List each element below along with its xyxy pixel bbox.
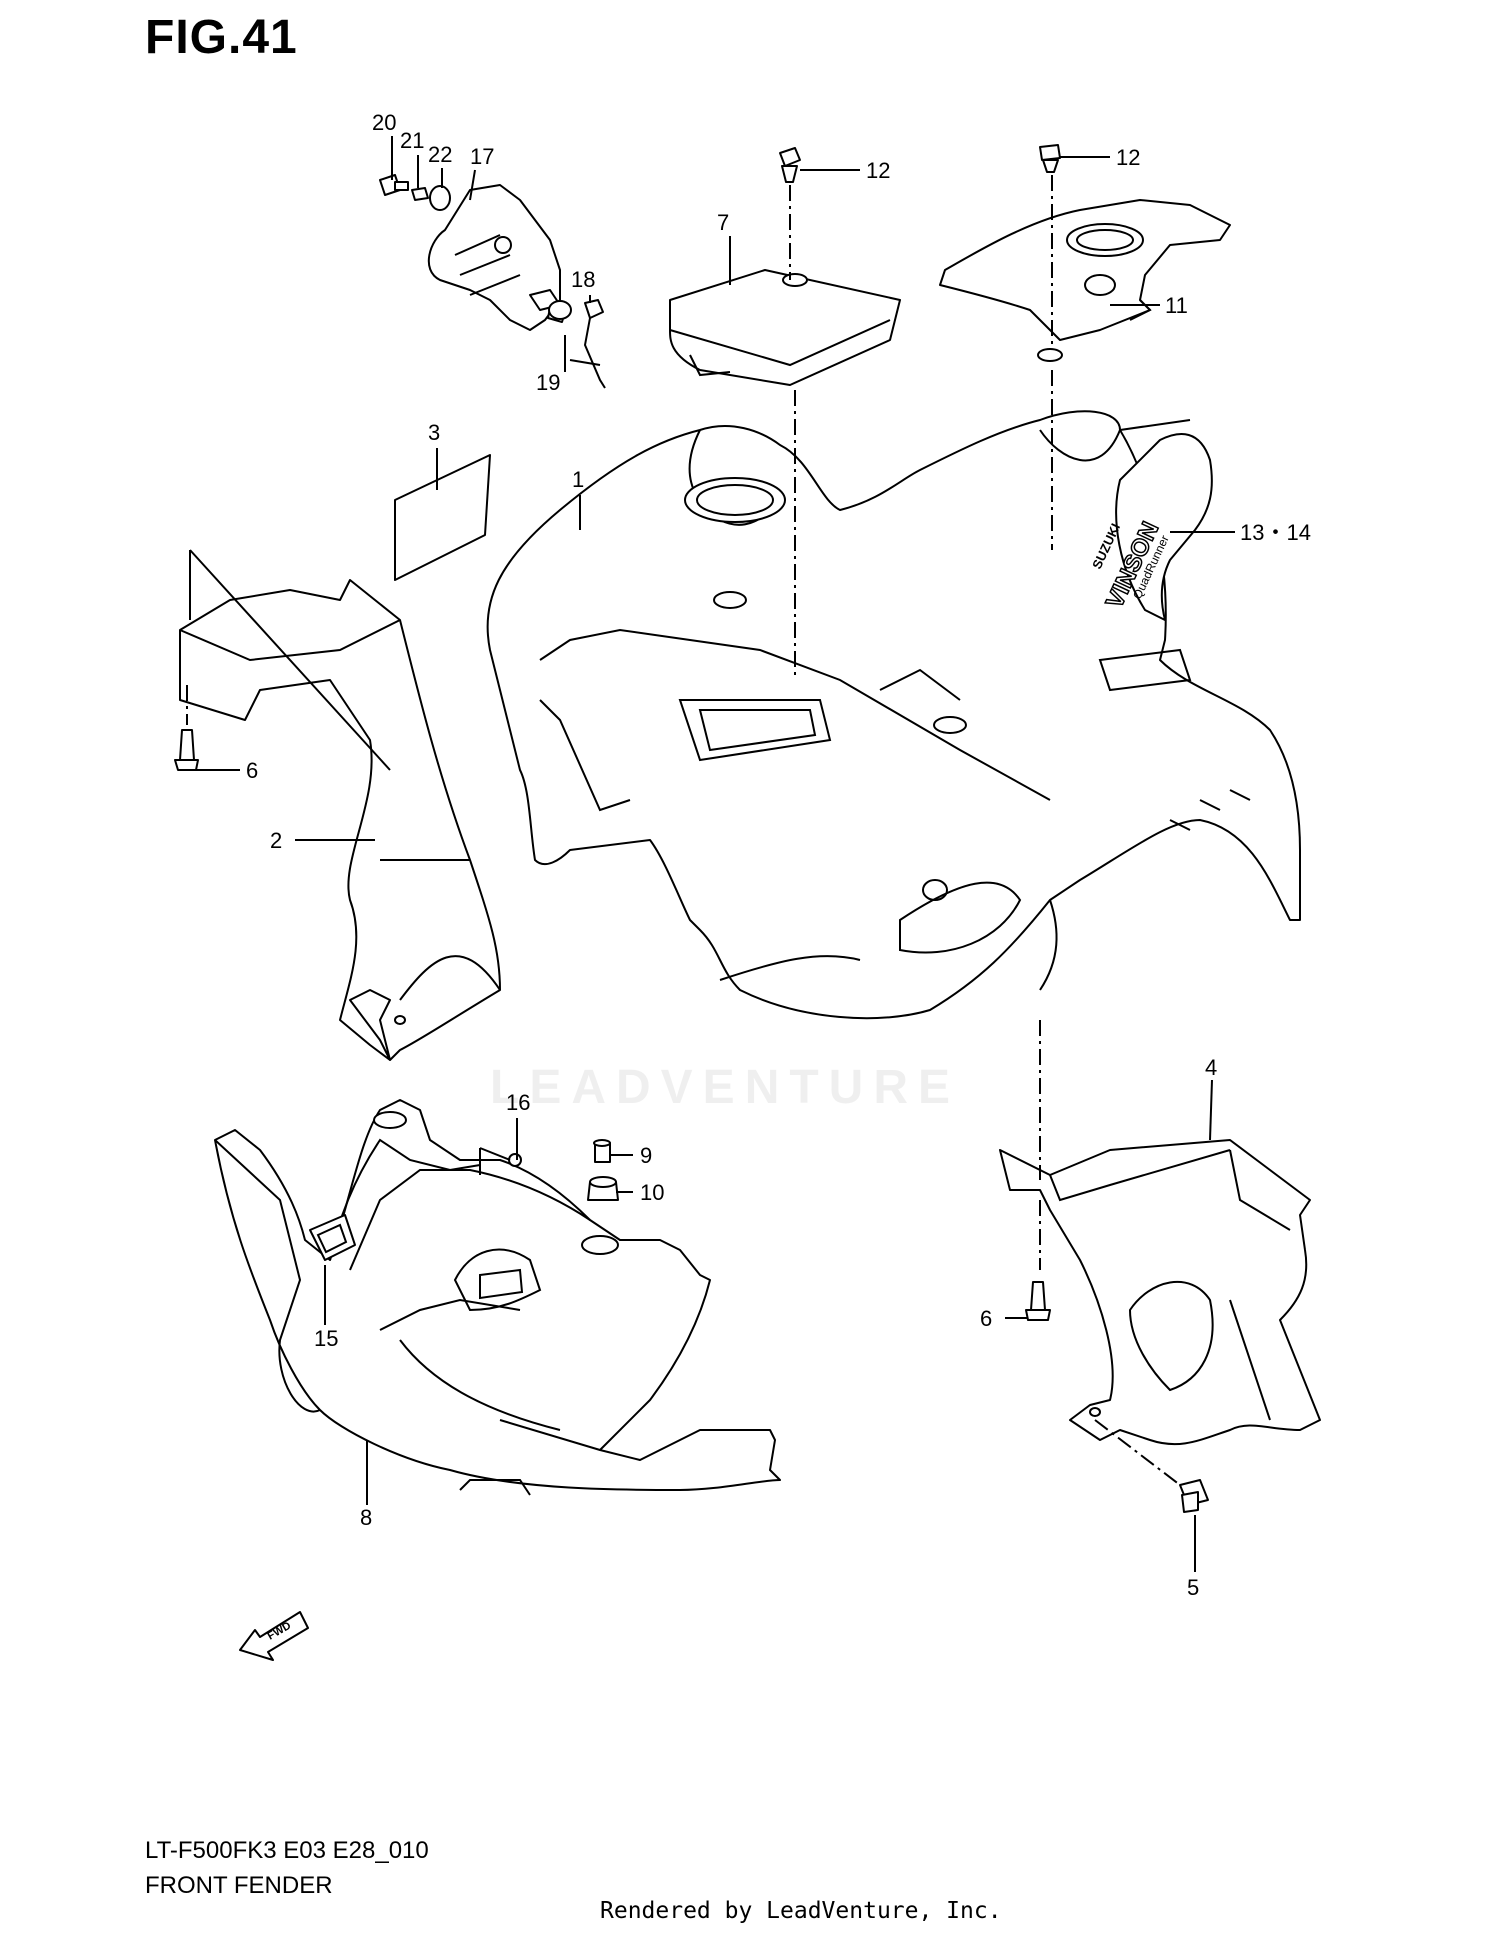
callout-15: 15 [314,1326,338,1351]
callout-5: 5 [1187,1575,1199,1600]
part-1-front-fender [486,410,1301,1020]
callout-19: 19 [536,370,560,395]
render-credit: Rendered by LeadVenture, Inc. [600,1898,1002,1924]
part-5-screw [1179,1479,1209,1513]
callout-11: 11 [1165,293,1188,318]
callout-16: 16 [506,1090,530,1115]
callout-6-b: 6 [980,1306,992,1331]
callout-20: 20 [372,110,396,135]
part-18-clip [569,299,606,389]
part-21-spacer [411,187,429,201]
part-12-screw-b [1039,144,1061,173]
figure-title: FIG.41 [145,11,298,64]
model-code: LT-F500FK3 E03 E28_010 [145,1837,429,1864]
callout-9: 9 [640,1143,652,1168]
part-9-collar [593,1139,611,1163]
callout-22: 22 [428,142,452,167]
part-10-grommet [587,1176,619,1201]
part-6-screw-left [174,729,199,771]
callout-18: 18 [571,267,595,292]
part-6-screw-right [1025,1281,1051,1321]
callout-labels: 20 21 22 17 18 19 7 12 12 11 13・14 3 1 2… [246,110,1311,1600]
part-4-inner-fender-right [999,1139,1321,1446]
callout-10: 10 [640,1180,664,1205]
part-15-emblem [309,1214,356,1261]
part-20-bolt [379,174,409,196]
callout-12-a: 12 [866,158,890,183]
part-2-inner-fender-left [179,549,501,1061]
part-7-panel [669,269,901,386]
callout-8: 8 [360,1505,372,1530]
part-11-top-cover [939,199,1231,362]
callout-13-14: 13・14 [1240,520,1311,545]
callout-7: 7 [717,210,729,235]
part-16-nut [508,1153,522,1167]
leader-lines [186,136,1235,1572]
callout-21: 21 [400,128,424,153]
part-3-label-plate [394,454,491,581]
callout-3: 3 [428,420,440,445]
part-12-screw-a [779,147,801,183]
callout-12-b: 12 [1116,145,1140,170]
callout-1: 1 [572,467,584,492]
part-8-front-guard [214,1099,781,1496]
watermark: LEADVENTURE [490,1061,961,1114]
callout-2: 2 [270,828,282,853]
fwd-arrow-icon: FWD [239,1611,309,1661]
part-22-grommet [429,185,451,211]
callout-4: 4 [1205,1055,1217,1080]
figure-name: FRONT FENDER [145,1872,333,1899]
callout-6-a: 6 [246,758,258,783]
part-17-bracket [427,184,566,331]
part-19-washer [548,300,572,320]
callout-17: 17 [470,144,494,169]
